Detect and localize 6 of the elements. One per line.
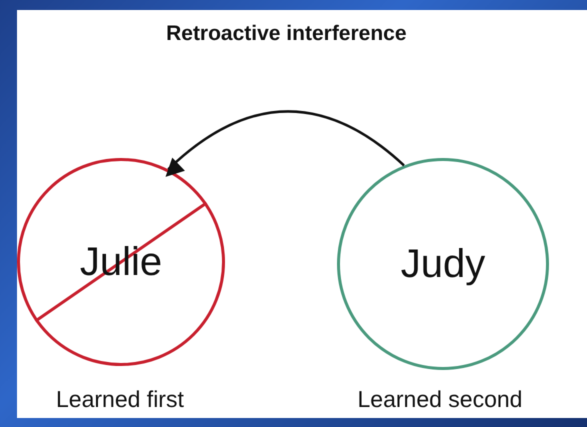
circle-node bbox=[17, 158, 225, 366]
circle-node bbox=[337, 158, 549, 370]
node-label: Learned second bbox=[358, 386, 522, 413]
curved-arrow bbox=[165, 110, 405, 177]
node-label: Learned first bbox=[56, 386, 184, 413]
node-label: Judy bbox=[400, 242, 486, 286]
